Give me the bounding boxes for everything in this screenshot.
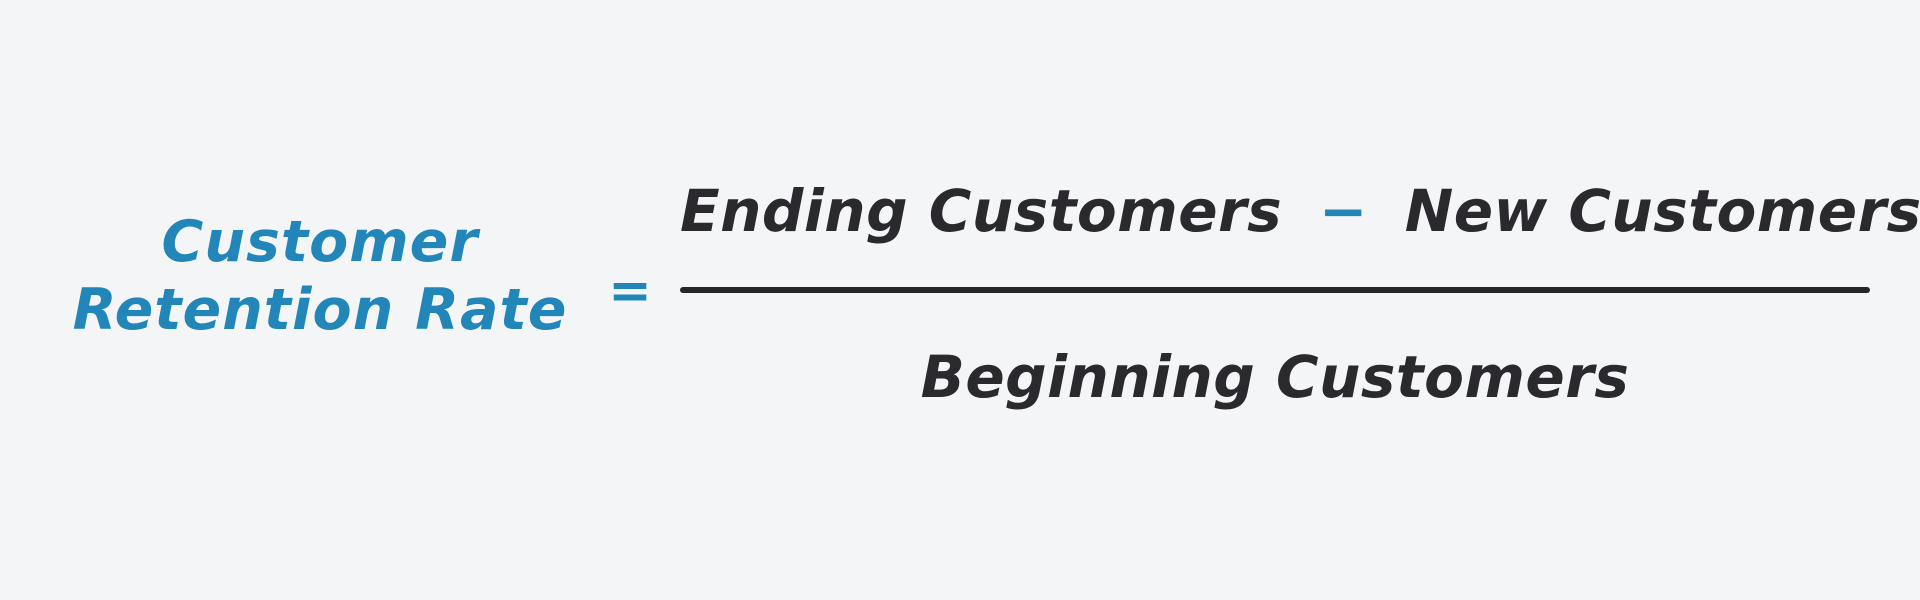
numerator: Ending Customers − New Customers (680, 176, 1920, 246)
numerator-term1: Ending Customers (680, 177, 1283, 245)
fraction: Ending Customers − New Customers Beginni… (680, 0, 1920, 600)
denominator: Beginning Customers (920, 343, 1630, 411)
formula-label-line2: Retention Rate (72, 277, 568, 343)
fraction-line (680, 287, 1870, 293)
equals-sign: = (608, 261, 652, 321)
formula-label: Customer Retention Rate (40, 208, 600, 344)
numerator-term2: New Customers (1404, 177, 1920, 245)
formula-label-line1: Customer (161, 209, 479, 275)
minus-operator: − (1318, 177, 1368, 245)
